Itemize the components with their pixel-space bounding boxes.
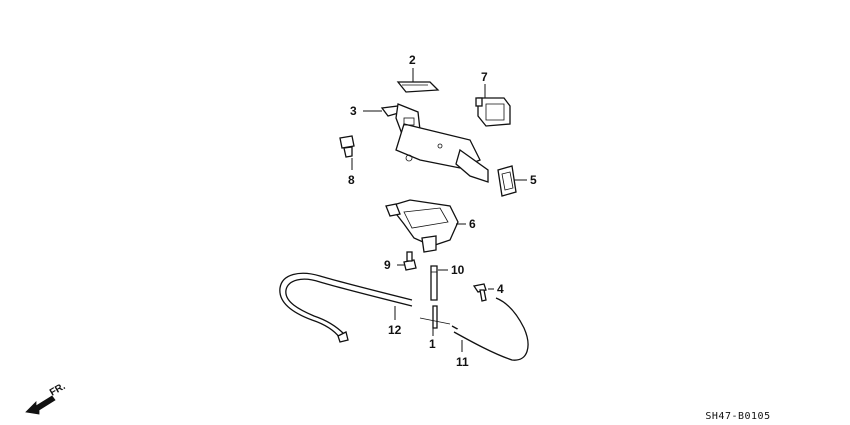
- part-7-connector: [475, 97, 511, 127]
- part-5-grommet: [497, 165, 517, 197]
- part-10-tube: [430, 265, 438, 301]
- part-2-plate: [396, 81, 440, 93]
- callout-4: 4: [497, 282, 504, 296]
- leader-lines: [351, 68, 527, 352]
- callout-2: 2: [409, 53, 416, 67]
- arrow-icon: [25, 395, 56, 415]
- direction-label: FR.: [48, 381, 68, 399]
- part-3-bracket: [380, 103, 489, 183]
- part-6-sensor: [385, 199, 459, 253]
- callout-9: 9: [384, 258, 391, 272]
- callout-12: 12: [388, 323, 402, 337]
- part-11-hose: [451, 297, 529, 361]
- part-1-joint: [419, 305, 451, 329]
- callout-6: 6: [469, 217, 476, 231]
- part-9-bolt: [403, 251, 417, 271]
- diagram-code: SH47-B0105: [705, 411, 770, 422]
- part-8-bolt: [339, 135, 355, 158]
- part-4-clip: [472, 283, 487, 302]
- front-direction-arrow: FR.: [25, 381, 68, 415]
- callout-8: 8: [348, 173, 355, 187]
- callout-7: 7: [481, 70, 488, 84]
- callout-10: 10: [451, 263, 465, 277]
- callout-labels: 2 3 7 8 5 6 9 10 4 1 12 11: [348, 53, 537, 369]
- callout-11: 11: [456, 355, 469, 369]
- callout-5: 5: [530, 173, 537, 187]
- callout-1: 1: [429, 337, 436, 351]
- callout-3: 3: [350, 104, 357, 118]
- part-12-hose: [279, 272, 413, 343]
